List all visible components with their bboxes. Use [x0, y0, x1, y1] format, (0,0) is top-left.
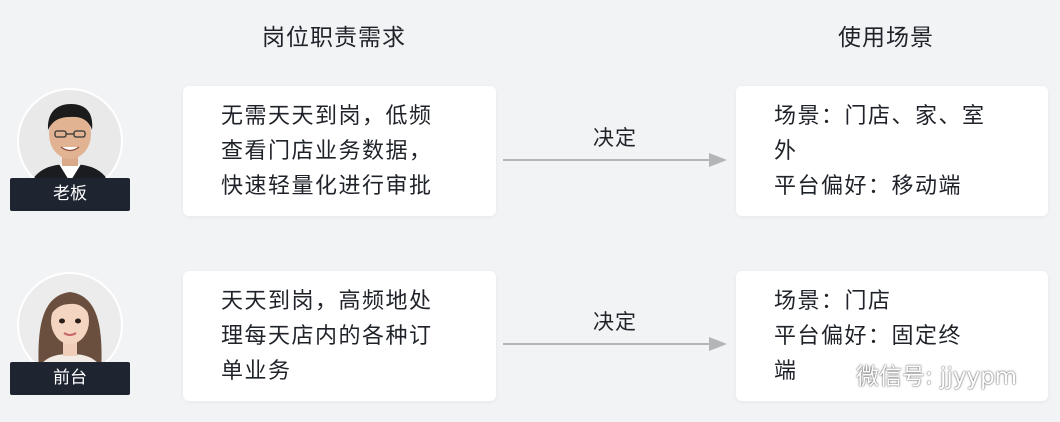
arrow-right-icon [503, 153, 727, 167]
arrow-right-icon [503, 337, 727, 351]
watermark: 微信号: jjyypm [818, 357, 1017, 391]
header-scene: 使用场景 [838, 25, 934, 51]
duty-line: 快速轻量化进行审批 [221, 174, 433, 199]
duty-line: 理每天店内的各种订 [221, 324, 433, 349]
person-boss: 老板 [10, 90, 130, 216]
scene-line: 端 [774, 359, 798, 384]
scene-line: 平台偏好：移动端 [774, 174, 963, 199]
role-tag-reception: 前台 [10, 362, 130, 395]
arrow-boss: 决定 [503, 122, 729, 182]
watermark-text: 微信号: jjyypm [856, 364, 1018, 390]
scene-line: 平台偏好：固定终 [774, 324, 963, 349]
arrow-label: 决定 [593, 126, 637, 150]
man-avatar-icon [19, 90, 121, 192]
arrow-reception: 决定 [503, 306, 729, 366]
scene-card-boss: 场景：门店、家、室 外 平台偏好：移动端 [736, 86, 1048, 216]
scene-line: 外 [774, 139, 798, 164]
scene-line: 场景：门店 [774, 289, 892, 314]
duty-line: 单业务 [221, 359, 292, 384]
scene-line: 场景：门店、家、室 [774, 104, 986, 129]
duty-line: 天天到岗，高频地处 [221, 289, 433, 314]
wechat-icon [818, 360, 852, 387]
woman-avatar-icon [19, 274, 121, 376]
role-tag-boss: 老板 [10, 178, 130, 211]
duty-card-boss: 无需天天到岗，低频 查看门店业务数据， 快速轻量化进行审批 [183, 86, 496, 216]
duty-line: 无需天天到岗，低频 [221, 104, 433, 129]
header-duty: 岗位职责需求 [262, 25, 406, 51]
duty-card-reception: 天天到岗，高频地处 理每天店内的各种订 单业务 [183, 271, 496, 401]
scene-card-reception: 场景：门店 平台偏好：固定终 端 [736, 271, 1048, 401]
arrow-label: 决定 [593, 310, 637, 334]
duty-line: 查看门店业务数据， [221, 139, 433, 164]
person-reception: 前台 [10, 274, 130, 400]
